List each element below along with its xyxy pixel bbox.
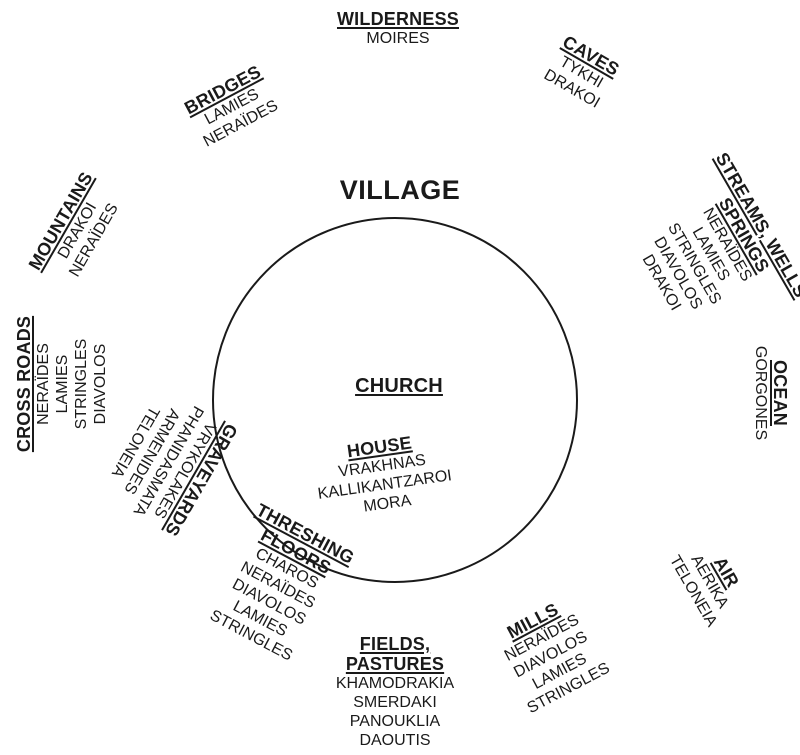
place-heading: FIELDS,: [359, 634, 431, 654]
place-bridges: BRIDGES LAMIES NERAÏDES: [181, 42, 319, 150]
place-caves: CAVES TYKHI DRAKOI: [541, 32, 649, 128]
place-graveyards: GRAVEYARDS VRYKOLAKES PHANIDASMATA ARMEN…: [64, 403, 242, 594]
church-label: CHURCH: [355, 376, 487, 397]
place-item: MOIRES: [366, 30, 430, 47]
place-heading: CROSS ROADS: [14, 315, 34, 453]
village-circle: [212, 217, 578, 583]
place-subheading: PASTURES: [345, 654, 445, 674]
village-title: VILLAGE: [339, 175, 461, 205]
place-item: NERAÏDES: [35, 343, 52, 425]
place-heading: WILDERNESS: [336, 9, 460, 29]
place-item: KHAMODRAKIA: [335, 675, 455, 692]
place-item: SMERDAKI: [353, 694, 437, 711]
place-item: STRINGLES: [73, 338, 90, 430]
place-fields: FIELDS, PASTURES KHAMODRAKIA SMERDAKI PA…: [336, 634, 513, 750]
place-heading: OCEAN: [770, 359, 790, 427]
place-mountains: MOUNTAINS DRAKOI NERAÏDES: [25, 121, 157, 280]
place-item: LAMIES: [54, 354, 71, 414]
place-item: GORGONES: [752, 345, 769, 441]
church-heading: CHURCH: [355, 375, 443, 397]
place-ocean: OCEAN GORGONES: [751, 346, 790, 487]
place-item: DAOUTIS: [359, 732, 431, 749]
place-item: PANOUKLIA: [349, 713, 441, 730]
place-item: DIAVOLOS: [92, 343, 109, 425]
place-mills: MILLS NERAÏDES DIAVOLOS LAMIES STRINGLES: [502, 569, 653, 717]
place-wilderness: WILDERNESS MOIRES: [337, 9, 520, 48]
place-air: AIR AERIKA TELONEIA: [666, 552, 775, 665]
